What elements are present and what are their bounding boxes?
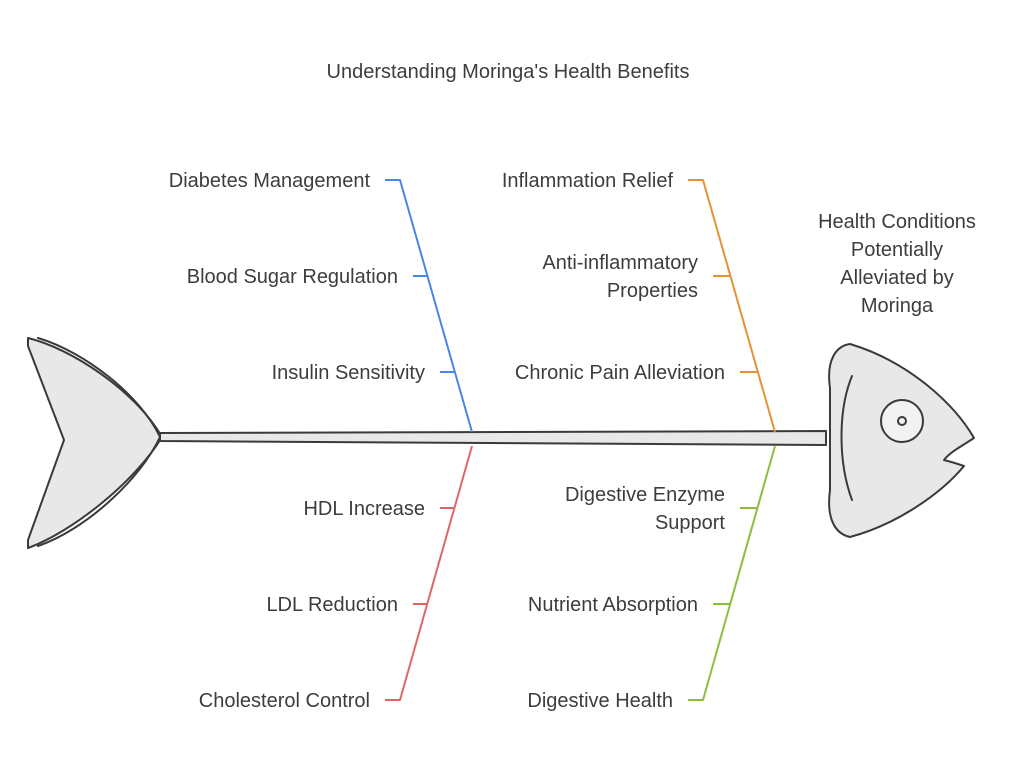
diagram-title: Understanding Moringa's Health Benefits (327, 61, 690, 83)
cause-label-cholesterol-2: Cholesterol Control (199, 690, 370, 712)
fish-spine (159, 430, 827, 446)
fish-tail (27, 337, 163, 549)
head-label-line: Potentially (851, 239, 943, 261)
head-label-line: Health Conditions (818, 211, 976, 233)
head-label-line: Moringa (861, 295, 934, 317)
bone-line (385, 445, 473, 701)
cause-label-cholesterol-0: HDL Increase (303, 498, 425, 520)
head-label-line: Alleviated by (840, 267, 953, 289)
cause-label-inflammation-2: Chronic Pain Alleviation (515, 362, 725, 384)
cause-label-digestive-1: Nutrient Absorption (528, 594, 698, 616)
cause-label-diabetes-1: Blood Sugar Regulation (187, 266, 398, 288)
cause-label-digestive-2: Digestive Health (527, 690, 673, 712)
cause-label-diabetes-0: Diabetes Management (169, 170, 371, 192)
cause-label-diabetes-2: Insulin Sensitivity (272, 362, 425, 384)
fish-head (828, 343, 975, 538)
fish-eye-icon (880, 399, 924, 443)
cause-label-inflammation-0: Inflammation Relief (502, 170, 674, 192)
bone-line (385, 179, 473, 433)
bone-line (688, 179, 776, 433)
cause-label-cholesterol-1: LDL Reduction (266, 594, 398, 616)
